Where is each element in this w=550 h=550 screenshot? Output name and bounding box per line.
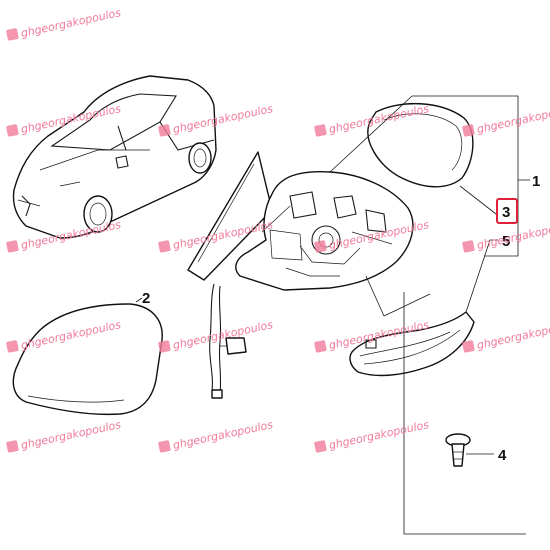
svg-text:ghgeorgakopoulos: ghgeorgakopoulos (476, 102, 550, 136)
mirror-glass (367, 103, 474, 188)
svg-text:ghgeorgakopoulos: ghgeorgakopoulos (328, 418, 431, 452)
turn-signal-lamp (349, 311, 475, 377)
watermark-15: ghgeorgakopoulos (314, 418, 431, 453)
mirror-cover (12, 303, 163, 416)
svg-text:ghgeorgakopoulos: ghgeorgakopoulos (172, 418, 275, 452)
callout-4: 4 (498, 447, 507, 464)
callout-5: 5 (502, 233, 510, 250)
svg-text:ghgeorgakopoulos: ghgeorgakopoulos (476, 318, 550, 352)
svg-text:ghgeorgakopoulos: ghgeorgakopoulos (20, 6, 123, 40)
watermark-10: ghgeorgakopoulos (158, 318, 275, 353)
svg-text:ghgeorgakopoulos: ghgeorgakopoulos (172, 318, 275, 352)
callout-1: 1 (532, 173, 540, 190)
watermark-13: ghgeorgakopoulos (6, 418, 123, 453)
callout-3-highlight-box (496, 198, 518, 224)
callout-3: 3 (502, 204, 510, 221)
callout-2: 2 (142, 290, 150, 307)
svg-text:ghgeorgakopoulos: ghgeorgakopoulos (20, 418, 123, 452)
watermark-14: ghgeorgakopoulos (158, 418, 275, 453)
watermark-12: ghgeorgakopoulos (462, 318, 550, 353)
mounting-clip (445, 433, 471, 467)
watermark-4: ghgeorgakopoulos (462, 102, 550, 137)
car-illustration (12, 75, 217, 239)
mirror-housing-assembly (187, 151, 414, 399)
leader-lines (135, 95, 530, 535)
watermark-16: ghgeorgakopoulos (6, 6, 123, 41)
